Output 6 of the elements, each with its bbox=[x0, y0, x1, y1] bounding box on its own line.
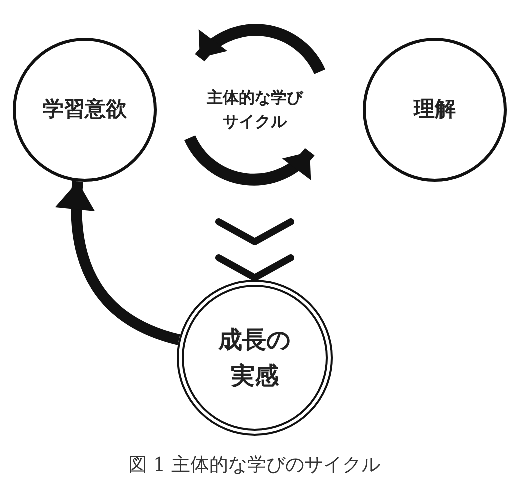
cycle-label: 主体的な学びサイクル bbox=[206, 87, 305, 133]
node-label: 成長の実感 bbox=[217, 325, 292, 392]
curved-arrow bbox=[56, 181, 181, 346]
node-label: 学習意欲 bbox=[42, 96, 128, 124]
figure-caption: 図 1 主体的な学びのサイクル bbox=[127, 453, 382, 478]
node-label: 理解 bbox=[412, 96, 457, 124]
